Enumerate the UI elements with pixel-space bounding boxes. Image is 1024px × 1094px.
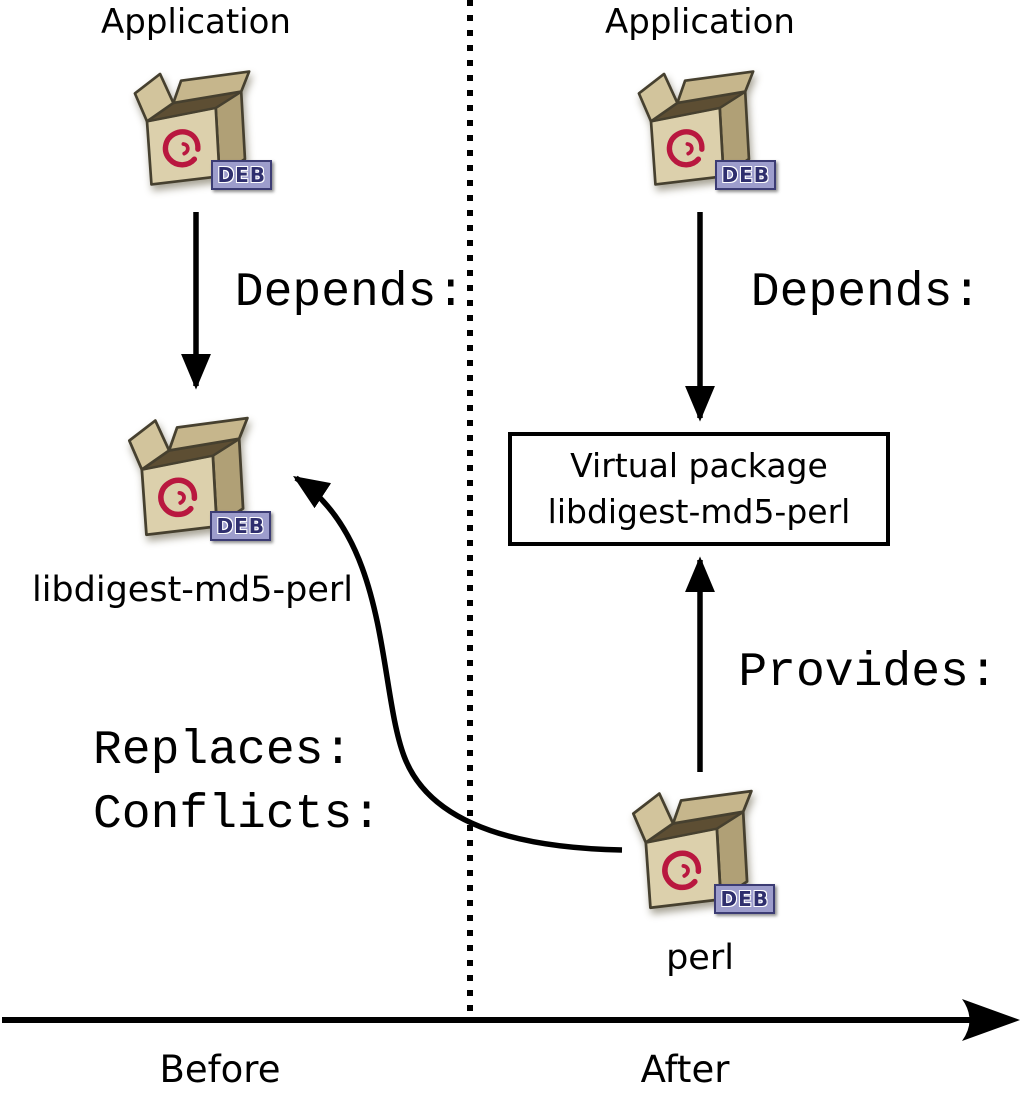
perl-package-icon: DEB bbox=[620, 775, 775, 930]
conflicts-label: Conflicts: bbox=[93, 788, 382, 842]
virtual-package-box-line2: libdigest-md5-perl bbox=[547, 492, 851, 531]
axis-after-label: After bbox=[640, 1048, 730, 1091]
left-application-package-icon: DEB bbox=[122, 56, 272, 206]
deb-badge: DEB bbox=[715, 160, 776, 190]
replaces-conflicts-arrow bbox=[293, 475, 623, 853]
virtual-package-box-line1: Virtual package bbox=[570, 446, 828, 486]
libdigest-md5-perl-package-icon: DEB bbox=[116, 402, 271, 557]
provides-label: Provides: bbox=[738, 646, 998, 700]
deb-badge: DEB bbox=[714, 884, 775, 914]
right-depends-label: Depends: bbox=[750, 266, 982, 320]
libdigest-md5-perl-package-label: libdigest-md5-perl bbox=[31, 570, 353, 610]
left-depends-label: Depends: bbox=[234, 266, 466, 320]
replaces-label: Replaces: bbox=[93, 724, 353, 778]
left-application-label: Application bbox=[101, 2, 291, 42]
timeline-axis-arrowhead bbox=[962, 999, 1020, 1041]
axis-before-label: Before bbox=[159, 1048, 281, 1091]
perl-package-label: perl bbox=[666, 938, 734, 978]
right-application-package-icon: DEB bbox=[626, 56, 776, 206]
deb-badge: DEB bbox=[211, 160, 272, 190]
right-application-label: Application bbox=[605, 2, 795, 42]
virtual-package-box: Virtual package libdigest-md5-perl bbox=[508, 432, 890, 546]
deb-badge: DEB bbox=[210, 511, 271, 541]
